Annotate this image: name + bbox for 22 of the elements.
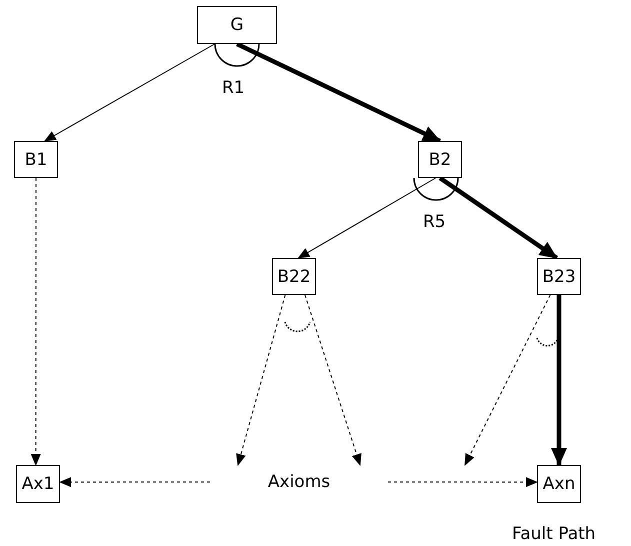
arrow — [236, 42, 441, 144]
arrow — [464, 294, 551, 466]
node-box: G — [197, 6, 277, 44]
arrow — [388, 477, 538, 488]
node-box: B2 — [418, 141, 462, 178]
arrow — [44, 44, 216, 142]
arrow — [438, 176, 558, 260]
arrow — [59, 477, 210, 488]
arrow — [236, 294, 286, 466]
arrow — [298, 178, 436, 258]
node-text: Axioms — [210, 465, 388, 499]
node-box: B23 — [537, 258, 581, 295]
label-text: R1 — [222, 78, 245, 98]
node-box: Ax1 — [16, 465, 60, 503]
node-box: B22 — [272, 258, 316, 295]
node-box: Axn — [537, 465, 581, 503]
arrow — [551, 295, 567, 466]
label-text: Fault Path — [512, 524, 596, 544]
arrow — [30, 178, 41, 466]
label-text: R5 — [423, 212, 446, 232]
node-box: B1 — [14, 141, 58, 178]
arrow — [304, 294, 362, 466]
